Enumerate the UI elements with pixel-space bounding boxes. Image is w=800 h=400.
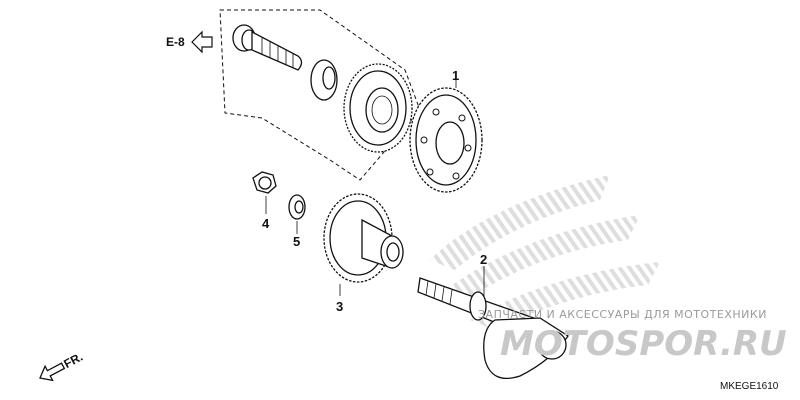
nut-part-4: 4: [252, 171, 277, 231]
balancer-shaft-part-2: 2: [417, 252, 569, 380]
front-direction-indicator: FR.: [39, 350, 85, 382]
subassembly-dashed-outline: [219, 9, 421, 181]
front-arrow-icon: [39, 362, 66, 382]
callout-1: 1: [452, 68, 459, 83]
watermark-tagline: ЗАПЧАСТИ И АКСЕССУАРЫ ДЛЯ МОТОТЕХНИКИ: [478, 308, 767, 321]
gear-part-3: 3: [323, 193, 404, 314]
watermark-brand: MOTOSPOR.RU: [500, 324, 787, 364]
diagram-code: MKEGE1610: [720, 381, 779, 392]
front-label: FR.: [61, 350, 85, 371]
gear-pair-upper: [343, 63, 413, 153]
reference-marker: E-8: [166, 30, 213, 54]
callout-2: 2: [480, 252, 487, 267]
callout-4: 4: [262, 216, 270, 231]
gear-part-1: 1: [409, 68, 483, 193]
callout-5: 5: [293, 234, 300, 249]
washer-part-5: 5: [288, 194, 306, 249]
callout-3: 3: [336, 299, 343, 314]
reference-arrow-icon: [191, 30, 213, 54]
washer-upper: [310, 59, 338, 101]
reference-label: E-8: [166, 35, 185, 49]
flange-bolt: [232, 24, 303, 71]
